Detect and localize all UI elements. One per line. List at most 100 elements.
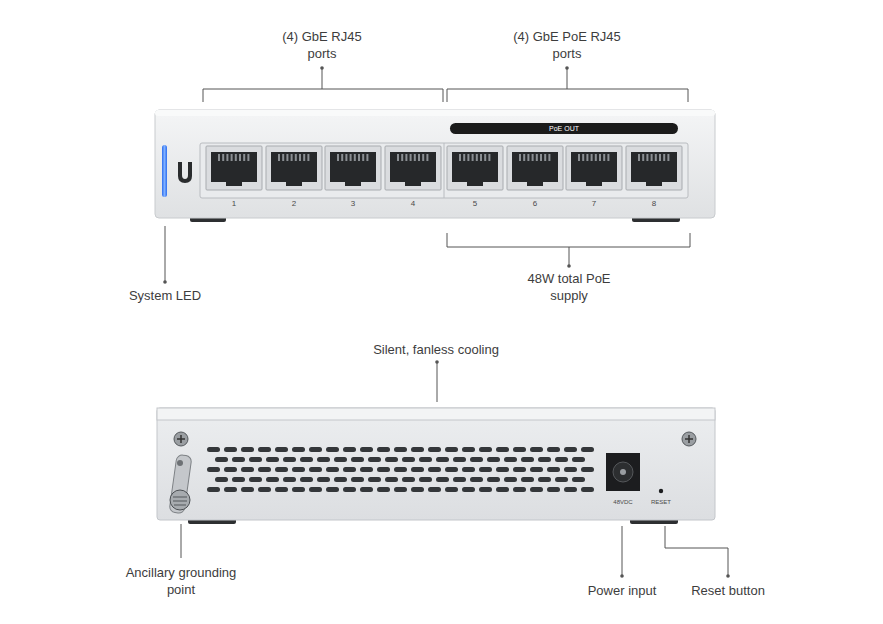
vent-slot — [343, 487, 356, 492]
vent-slot — [351, 457, 364, 462]
vent-slot — [283, 457, 296, 462]
vent-slot — [275, 447, 288, 452]
rj45-port — [566, 146, 622, 190]
poe-band: PoE OUT — [450, 123, 678, 134]
vent-slot — [232, 477, 245, 482]
vent-slot — [513, 487, 526, 492]
vent-slot — [317, 457, 330, 462]
vent-slot — [411, 487, 424, 492]
callout-label: Silent, fanless cooling — [373, 342, 499, 359]
vent-slot — [326, 487, 339, 492]
port-number: 2 — [292, 200, 296, 208]
vent-slot — [309, 447, 322, 452]
vent-slot — [317, 477, 330, 482]
vent-slot — [207, 447, 220, 452]
vent-slot — [258, 447, 271, 452]
port-number: 4 — [411, 200, 415, 208]
vent-slot — [436, 457, 449, 462]
jack-marking: 48VDC — [613, 499, 632, 505]
vent-slot — [487, 477, 500, 482]
vent-slot — [377, 447, 390, 452]
vent-slot — [538, 477, 551, 482]
leader-dot — [567, 264, 571, 268]
vent-slot — [275, 467, 288, 472]
vent-slot — [224, 447, 237, 452]
vent-slot — [360, 447, 373, 452]
vent-slot — [343, 447, 356, 452]
vent-slot — [394, 447, 407, 452]
vent-slot — [445, 447, 458, 452]
port-number: 5 — [473, 200, 477, 208]
leader-line — [622, 526, 623, 576]
vent-slot — [394, 487, 407, 492]
vent-slot — [207, 467, 220, 472]
vent-slot — [462, 447, 475, 452]
vent-slot — [504, 477, 517, 482]
vent-slot — [547, 487, 560, 492]
vent-slot — [258, 467, 271, 472]
leader-line — [437, 362, 438, 402]
vent-slot — [470, 457, 483, 462]
callout-label: Power input — [588, 583, 657, 600]
vent-slot — [487, 457, 500, 462]
vent-slot — [462, 487, 475, 492]
vent-slot — [572, 457, 585, 462]
vent-slot — [292, 447, 305, 452]
port-number: 1 — [232, 200, 236, 208]
leader-line — [447, 68, 688, 102]
chassis-lid — [157, 408, 715, 420]
vent-slot — [581, 447, 594, 452]
screw — [174, 432, 188, 446]
vent-slot — [513, 467, 526, 472]
vent-slot — [215, 457, 228, 462]
rj45-port — [507, 146, 563, 190]
vent-slot — [411, 447, 424, 452]
leader-line — [665, 526, 728, 576]
vent-slot — [377, 487, 390, 492]
leader-dot — [620, 574, 624, 578]
chassis-lip — [155, 110, 715, 116]
vent-slot — [496, 487, 509, 492]
vent-slot — [513, 447, 526, 452]
vent-slot — [402, 477, 415, 482]
leader-dot — [726, 574, 730, 578]
vent-slot — [462, 467, 475, 472]
leader-line — [447, 233, 690, 266]
leader-line — [181, 524, 182, 558]
callout-label: Ancillary grounding point — [115, 565, 247, 599]
vent-slot — [479, 447, 492, 452]
vent-slot — [343, 467, 356, 472]
vent-slot — [368, 457, 381, 462]
vent-slot — [496, 447, 509, 452]
vent-slot — [411, 467, 424, 472]
vent-slot — [215, 477, 228, 482]
leader-line — [203, 68, 443, 102]
power-jack — [606, 453, 640, 491]
callout-label: System LED — [129, 288, 201, 305]
vent-slot — [436, 477, 449, 482]
callout-label: 48W total PoE supply — [513, 271, 625, 305]
vent-slot — [377, 467, 390, 472]
vent-slot — [309, 467, 322, 472]
vent-slot — [241, 487, 254, 492]
vent-slot — [564, 467, 577, 472]
vent-slot — [445, 487, 458, 492]
logo — [178, 162, 192, 183]
vent-slot — [326, 467, 339, 472]
vent-slot — [479, 467, 492, 472]
vent-slot — [385, 477, 398, 482]
vent-slot — [555, 457, 568, 462]
vent-slot — [326, 447, 339, 452]
band-label: PoE OUT — [549, 125, 579, 132]
system-led — [162, 145, 167, 197]
vent-slot — [309, 487, 322, 492]
rj45-port — [385, 146, 441, 190]
vent-slot — [241, 467, 254, 472]
vent-slot — [360, 467, 373, 472]
vent-slot — [547, 447, 560, 452]
vent-slot — [351, 477, 364, 482]
port-bezel — [200, 143, 688, 198]
vent-slot — [249, 457, 262, 462]
vent-slot — [564, 447, 577, 452]
